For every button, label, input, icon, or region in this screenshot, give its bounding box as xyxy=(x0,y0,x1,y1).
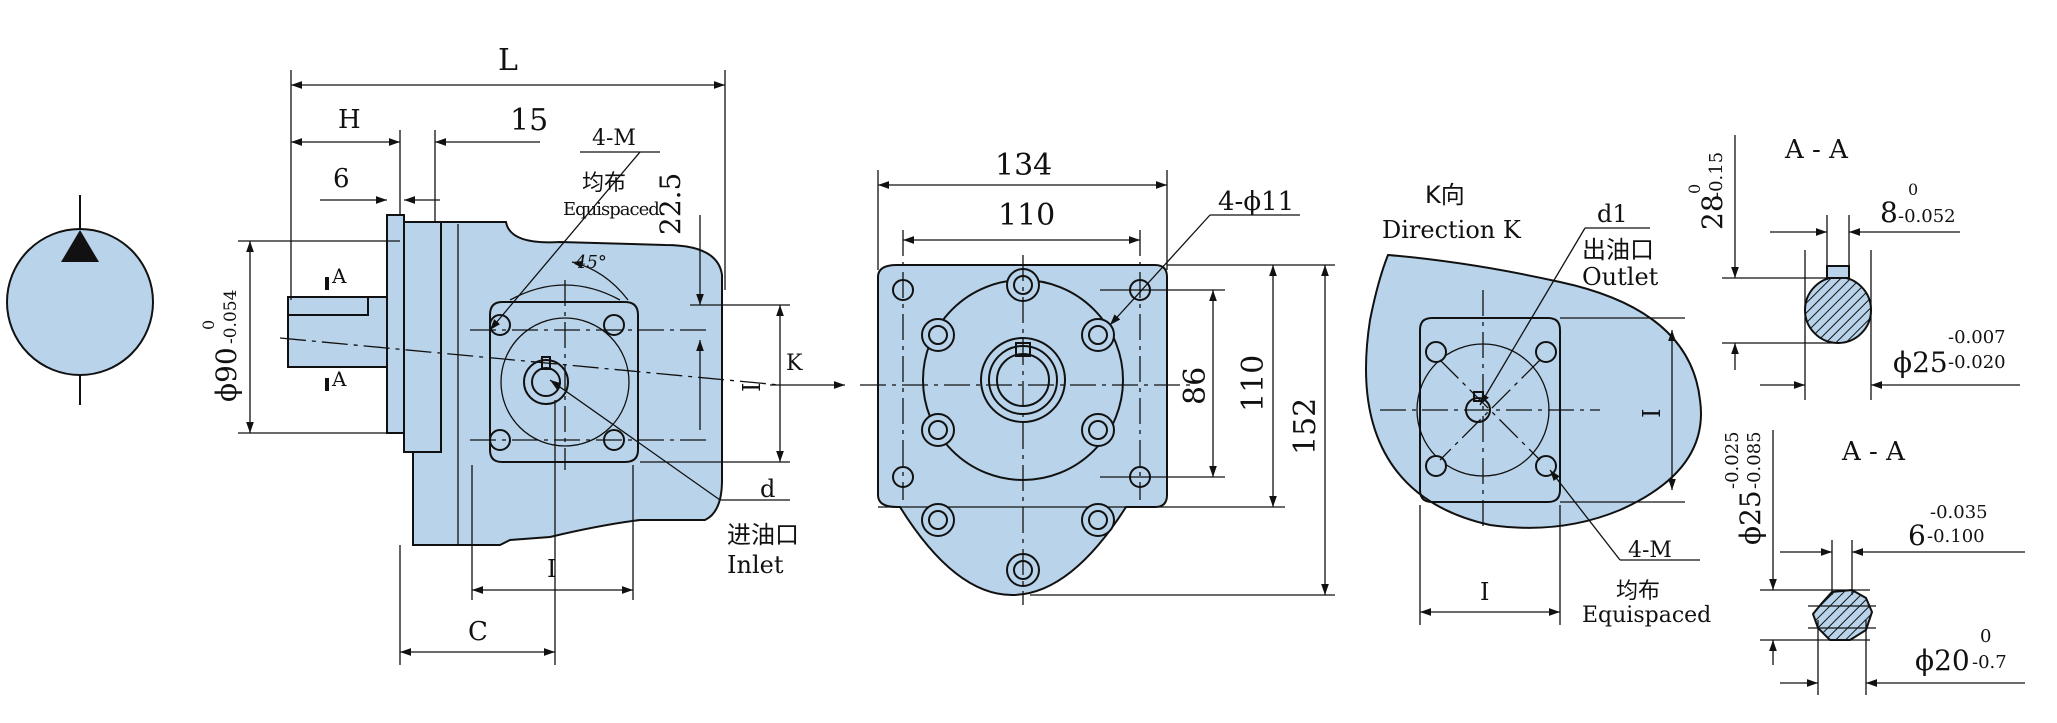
s2-dim-phi25-upper: -0.025 xyxy=(1722,431,1743,489)
shaft-section-1 xyxy=(1804,276,1872,344)
view-arrow-k: K xyxy=(786,351,803,376)
side-view: A A L H 15 6 ϕ90 0 -0.054 22.5 xyxy=(199,43,845,665)
s1-dim-28: 28 xyxy=(1696,194,1729,230)
k-dim-i-side: I xyxy=(1638,409,1666,418)
shaft-section-2 xyxy=(1811,588,1874,641)
hydraulic-pump-symbol-icon xyxy=(6,195,154,405)
s2-dim-6: 6 xyxy=(1908,519,1926,552)
dim-134: 134 xyxy=(995,148,1052,183)
k-ports-cn: 均布 xyxy=(1616,579,1660,604)
dim-i-bottom: I xyxy=(547,555,556,583)
s1-dim-phi25-lower: -0.020 xyxy=(1948,352,2006,373)
s1-dim-8-lower: -0.052 xyxy=(1898,206,1956,227)
s2-dim-phi20-upper: 0 xyxy=(1980,626,1991,647)
k-view-title-cn: K向 xyxy=(1425,181,1465,209)
section-a-a-1: A - A 8 0 -0.052 28 0 -0.15 ϕ25 -0.007 -… xyxy=(1685,135,2020,400)
section-a-mark-bottom: A xyxy=(331,367,347,391)
section-a-a-2: A - A 6 -0.035 -0.100 ϕ25 -0.025 -0.085 … xyxy=(1722,430,2025,695)
k-view-title-en: Direction K xyxy=(1382,216,1522,244)
section-1-title: A - A xyxy=(1784,135,1849,165)
s2-dim-phi20-lower: -0.7 xyxy=(1972,652,2007,673)
mount-flange xyxy=(386,214,405,434)
section-a-mark-top: A xyxy=(331,264,347,288)
s1-dim-8: 8 xyxy=(1880,196,1898,229)
inlet-cn: 进油口 xyxy=(727,521,799,549)
s1-dim-8-upper: 0 xyxy=(1908,180,1918,199)
dim-6: 6 xyxy=(333,164,350,194)
s2-dim-phi20: ϕ20 xyxy=(1915,644,1970,677)
outlet-cn: 出油口 xyxy=(1582,236,1654,264)
ports-cn-equispaced: 均布 xyxy=(582,171,626,196)
dim-i-right: I xyxy=(738,383,766,392)
dim-h: H xyxy=(338,105,361,135)
k-ports-label-4m: 4-M xyxy=(1628,538,1672,563)
k-ports-en: Equispaced xyxy=(1582,603,1711,628)
outlet-en: Outlet xyxy=(1582,263,1659,291)
inlet-d: d xyxy=(760,475,775,503)
dim-15: 15 xyxy=(510,103,548,138)
dim-phi90-upper: 0 xyxy=(199,320,218,330)
angle-45: 45° xyxy=(574,252,607,273)
k-dim-i-bottom: I xyxy=(1480,578,1489,606)
s1-dim-phi25: ϕ25 xyxy=(1893,346,1948,379)
dim-phi90: ϕ90 xyxy=(210,347,243,402)
s2-dim-phi25-lower: -0.085 xyxy=(1744,431,1765,489)
s2-dim-6-upper: -0.035 xyxy=(1930,502,1988,523)
k-view: K向 Direction K d1 出油口 Outlet I I 4-M 均布 … xyxy=(1365,181,1711,628)
s2-dim-6-lower: -0.100 xyxy=(1927,526,1985,547)
k-view-body xyxy=(1365,253,1702,529)
inlet-en: Inlet xyxy=(727,551,784,579)
s2-dim-phi25: ϕ25 xyxy=(1734,490,1767,545)
dim-152: 152 xyxy=(1288,398,1323,455)
ports-label-4m: 4-M xyxy=(592,126,636,151)
ports-en-equispaced: Equispaced xyxy=(563,199,659,220)
section-2-title: A - A xyxy=(1841,437,1906,467)
dim-phi90-lower: -0.054 xyxy=(221,290,241,344)
dim-110-top: 110 xyxy=(998,198,1055,233)
bolts-4-phi11: 4-ϕ11 xyxy=(1218,187,1294,217)
dim-c: C xyxy=(468,617,488,647)
dim-l: L xyxy=(498,43,518,78)
s1-dim-28-upper: 0 xyxy=(1685,184,1704,194)
dim-22-5: 22.5 xyxy=(654,173,687,235)
front-view: 134 110 4-ϕ11 86 110 152 xyxy=(860,148,1335,605)
dim-110-side: 110 xyxy=(1236,355,1271,412)
s1-dim-28-lower: -0.15 xyxy=(1706,152,1727,198)
dim-86: 86 xyxy=(1178,367,1213,405)
outlet-d1: d1 xyxy=(1597,200,1628,228)
s1-dim-phi25-upper: -0.007 xyxy=(1948,327,2006,348)
